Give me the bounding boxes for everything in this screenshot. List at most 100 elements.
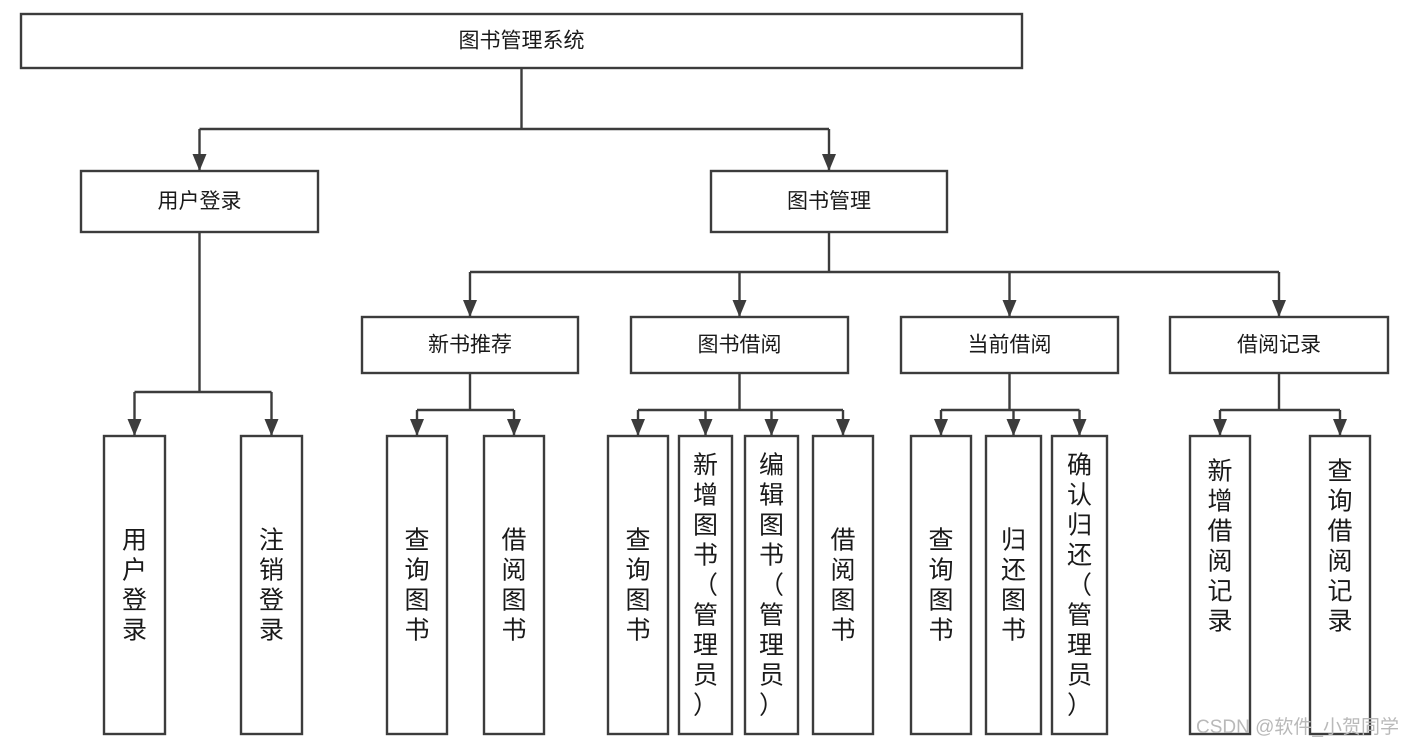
node-borrow-record-box — [1168, 315, 1390, 375]
node-book-borrow[interactable]: 图书借阅 — [629, 315, 850, 375]
node-book-management-label: 图书管理 — [787, 190, 871, 213]
node-leaf-add-book-admin-box — [677, 434, 734, 736]
svg-text:书: 书 — [404, 616, 429, 644]
svg-text:书: 书 — [501, 616, 526, 644]
node-user-login[interactable]: 用户登录 — [79, 169, 320, 234]
svg-text:阅: 阅 — [1327, 547, 1352, 575]
svg-text:借: 借 — [1207, 517, 1232, 545]
svg-text:书: 书 — [693, 541, 718, 569]
node-leaf-user-login-box — [102, 434, 167, 736]
svg-text:）: ） — [1067, 691, 1092, 719]
svg-text:归: 归 — [1067, 511, 1092, 539]
svg-text:记: 记 — [1327, 577, 1352, 605]
node-new-book-recommend-label: 新书推荐 — [428, 334, 512, 357]
arrow-head-icon — [836, 419, 850, 436]
svg-text:用: 用 — [122, 526, 147, 554]
node-leaf-edit-book-admin-box — [743, 434, 800, 736]
svg-text:阅: 阅 — [501, 556, 526, 584]
svg-text:图: 图 — [830, 586, 855, 614]
node-leaf-user-login[interactable]: 用户登录 — [102, 434, 167, 736]
arrow-head-icon — [1213, 419, 1227, 436]
arrow-head-icon — [127, 419, 142, 436]
node-leaf-logout-box — [239, 434, 304, 736]
node-book-management[interactable]: 图书管理 — [709, 169, 949, 234]
svg-text:阅: 阅 — [830, 556, 855, 584]
arrow-head-icon — [507, 419, 521, 436]
svg-text:录: 录 — [1327, 607, 1352, 635]
node-current-borrow[interactable]: 当前借阅 — [899, 315, 1120, 375]
svg-text:编: 编 — [759, 451, 784, 479]
node-leaf-return-book-box — [984, 434, 1043, 736]
svg-text:查: 查 — [1327, 457, 1352, 485]
svg-text:员: 员 — [693, 661, 718, 689]
node-book-borrow-label: 图书借阅 — [698, 334, 782, 357]
svg-text:员: 员 — [759, 661, 784, 689]
svg-text:借: 借 — [830, 526, 855, 554]
svg-text:书: 书 — [625, 616, 650, 644]
svg-text:询: 询 — [404, 556, 429, 584]
node-new-book-recommend[interactable]: 新书推荐 — [360, 315, 580, 375]
svg-text:借: 借 — [1327, 517, 1352, 545]
svg-text:图: 图 — [693, 511, 718, 539]
svg-text:（: （ — [693, 571, 718, 599]
arrow-head-icon — [410, 419, 424, 436]
svg-text:增: 增 — [1207, 487, 1232, 515]
svg-text:图: 图 — [928, 586, 953, 614]
node-leaf-query-book-current-box — [909, 434, 973, 736]
svg-text:新: 新 — [1207, 457, 1232, 485]
node-user-login-label: 用户登录 — [158, 190, 242, 213]
svg-text:员: 员 — [1067, 661, 1092, 689]
node-leaf-confirm-return-admin-box — [1050, 434, 1109, 736]
svg-text:书: 书 — [928, 616, 953, 644]
node-book-management-box — [709, 169, 949, 234]
node-root-root[interactable]: 图书管理系统 — [19, 12, 1024, 70]
svg-text:（: （ — [1067, 571, 1092, 599]
node-user-login-box — [79, 169, 320, 234]
node-leaf-borrow-book-recommend-box — [482, 434, 546, 736]
arrow-head-icon — [631, 419, 645, 436]
node-leaf-borrow-book-box — [811, 434, 875, 736]
svg-text:登: 登 — [259, 586, 284, 614]
node-borrow-record[interactable]: 借阅记录 — [1168, 315, 1390, 375]
svg-text:认: 认 — [1067, 481, 1092, 509]
svg-text:查: 查 — [625, 526, 650, 554]
svg-text:图: 图 — [625, 586, 650, 614]
node-current-borrow-label: 当前借阅 — [968, 334, 1052, 357]
svg-text:查: 查 — [404, 526, 429, 554]
svg-text:确: 确 — [1067, 451, 1092, 479]
svg-text:查: 查 — [928, 526, 953, 554]
csdn-watermark: CSDN @软件_小贺同学 — [1196, 716, 1399, 738]
svg-text:图: 图 — [404, 586, 429, 614]
arrow-head-icon — [822, 154, 836, 171]
node-root-root-box — [19, 12, 1024, 70]
svg-text:书: 书 — [830, 616, 855, 644]
arrow-head-icon — [463, 300, 477, 317]
svg-text:理: 理 — [1067, 631, 1092, 659]
svg-text:理: 理 — [693, 631, 718, 659]
svg-text:增: 增 — [693, 481, 718, 509]
svg-text:图: 图 — [1001, 586, 1026, 614]
node-layer: 图书管理系统用户登录图书管理新书推荐图书借阅当前借阅借阅记录用户登录注销登录查询… — [19, 12, 1390, 736]
arrow-head-icon — [264, 419, 279, 436]
svg-text:询: 询 — [625, 556, 650, 584]
